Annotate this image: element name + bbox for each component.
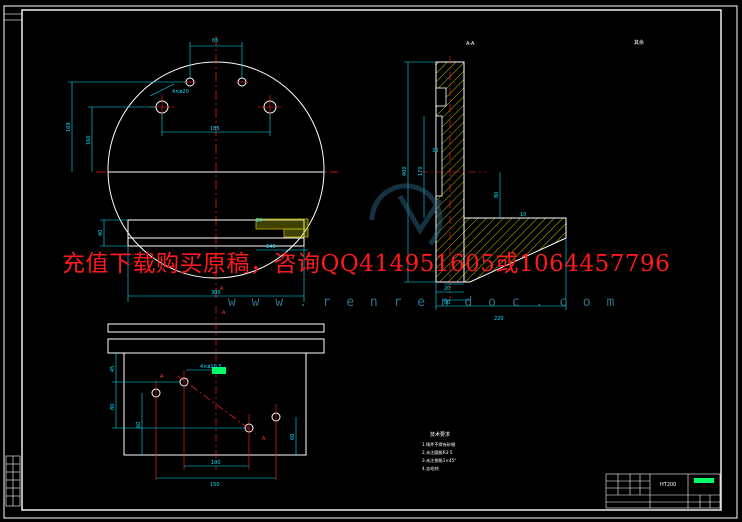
svg-text:2.未注圆角R3-5: 2.未注圆角R3-5 <box>422 449 453 456</box>
svg-text:140: 140 <box>266 244 276 250</box>
svg-text:220: 220 <box>494 316 504 322</box>
title-block-highlight <box>694 478 714 483</box>
svg-text:30: 30 <box>432 148 438 154</box>
material-label: HT200 <box>660 482 676 488</box>
title-block <box>605 473 721 509</box>
svg-text:80: 80 <box>494 192 500 198</box>
svg-text:10: 10 <box>520 212 526 218</box>
svg-text:3.未注倒角1×45°: 3.未注倒角1×45° <box>422 457 456 464</box>
svg-text:20: 20 <box>256 218 262 224</box>
frame-corner-box <box>3 13 23 21</box>
svg-text:169: 169 <box>66 122 72 132</box>
svg-text:60: 60 <box>136 422 142 428</box>
svg-text:45: 45 <box>110 366 116 372</box>
section-view-dims <box>404 61 567 310</box>
svg-text:50: 50 <box>444 300 450 306</box>
svg-text:A: A <box>160 374 164 380</box>
svg-text:185: 185 <box>210 126 220 132</box>
watermark-url: w w w . r e n r e n d o c . c o m <box>228 295 619 310</box>
section-view-dim-text: 400 170 30 80 10 20 50 220 <box>402 148 526 322</box>
svg-text:80: 80 <box>110 404 116 410</box>
outer-frame <box>3 5 738 519</box>
watermark-logo <box>369 183 443 246</box>
svg-text:1.铸件不得有砂眼: 1.铸件不得有砂眼 <box>422 441 456 448</box>
svg-text:170: 170 <box>418 166 424 176</box>
inner-frame <box>21 9 722 511</box>
section-view: A-A 其余 <box>420 39 644 300</box>
bottom-view-marks: A A A <box>160 310 266 442</box>
svg-text:160: 160 <box>86 135 92 145</box>
svg-text:4.去毛刺: 4.去毛刺 <box>422 465 439 472</box>
side-strip <box>5 455 21 507</box>
svg-text:300: 300 <box>211 290 221 296</box>
bottom-view-dims <box>112 353 297 479</box>
svg-text:其余: 其余 <box>634 39 644 46</box>
bottom-view-dim-text: 4×ø10.5 45 80 60 60 100 150 <box>110 364 296 488</box>
svg-text:4×ø10.5: 4×ø10.5 <box>200 364 222 370</box>
top-view-dim-text: 65 185 169 160 4×ø20 40 300 20 140 <box>66 38 276 296</box>
bottom-view <box>107 306 325 480</box>
svg-text:150: 150 <box>210 482 220 488</box>
svg-text:技术要求: 技术要求 <box>430 431 450 438</box>
top-view-dims <box>68 42 308 302</box>
watermark-text: 充值下载购买原稿，咨询QQ414951605或1064457796 <box>62 251 671 277</box>
svg-text:65: 65 <box>212 38 218 44</box>
svg-text:A: A <box>222 310 226 316</box>
svg-text:A-A: A-A <box>466 41 475 47</box>
svg-text:400: 400 <box>402 166 408 176</box>
top-view-marks: A <box>220 286 224 292</box>
svg-text:A: A <box>262 436 266 442</box>
svg-text:60: 60 <box>290 434 296 440</box>
svg-text:20: 20 <box>444 286 450 292</box>
svg-text:100: 100 <box>211 460 221 466</box>
svg-text:40: 40 <box>98 230 104 236</box>
technical-notes: 技术要求 1.铸件不得有砂眼 2.未注圆角R3-5 3.未注倒角1×45° 4.… <box>422 431 456 472</box>
svg-text:A: A <box>220 286 224 292</box>
svg-text:4×ø20: 4×ø20 <box>172 89 189 95</box>
